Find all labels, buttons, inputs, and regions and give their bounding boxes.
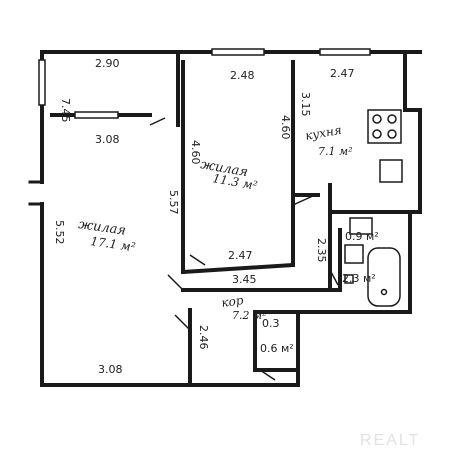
door-toilet — [329, 269, 339, 286]
toilet-seat — [349, 217, 373, 235]
door-kitchen — [292, 194, 316, 206]
kitchen-top-dim: 2.47 — [330, 67, 355, 80]
large-name: жилая — [77, 217, 126, 239]
mid-bottom-dim: 2.47 — [228, 249, 253, 262]
mid-left-dim: 4.60 — [189, 140, 202, 165]
walls — [28, 50, 422, 387]
kitchen-bottom — [291, 183, 332, 214]
sink-fixture — [344, 274, 354, 284]
balcony-bottom-dim: 3.08 — [95, 133, 120, 146]
mid-top-dim: 2.48 — [230, 69, 255, 82]
corridor-name: кор — [220, 293, 244, 310]
balcony-top-dim: 2.90 — [95, 57, 120, 70]
burner-2 — [387, 114, 397, 124]
corridor-side-dim: 2.46 — [197, 325, 210, 350]
mid-bottom2-dim: 3.45 — [232, 273, 257, 286]
right-step — [403, 108, 422, 214]
closet2-area: 0.6 м² — [260, 342, 294, 355]
mid-right-dim: 4.60 — [279, 115, 292, 140]
labels: 2.90 7.45 3.08 2.48 2.47 3.15 4.60 4.60 … — [53, 57, 379, 376]
large-bottom-dim: 3.08 — [98, 363, 123, 376]
kitchen-sink — [379, 159, 403, 183]
doors — [149, 117, 339, 381]
corridor-area: 7.2 м² — [232, 309, 267, 322]
door-mid — [189, 254, 206, 266]
fixtures — [344, 109, 403, 307]
kitchen-area: 7.1 м² — [318, 145, 353, 158]
closet1-area: 0.3 — [262, 317, 280, 330]
door-corridor — [174, 314, 191, 331]
kitchen-name: кухня — [304, 123, 343, 143]
kitchen-side-dim: 3.15 — [299, 92, 312, 117]
window-left — [38, 59, 46, 106]
window-mid — [211, 48, 265, 56]
burner-3 — [372, 129, 382, 139]
burner-4 — [387, 129, 397, 139]
window-balcony — [74, 111, 119, 119]
outer-wall-right-lower — [296, 210, 412, 387]
bath-sink — [344, 244, 364, 264]
toilet-side-dim: 2.35 — [315, 238, 328, 263]
large-side-dim: 5.52 — [53, 220, 66, 245]
door-entrance — [259, 369, 276, 381]
mid-area: 11.3 м² — [211, 171, 258, 193]
large-right-dim: 5.57 — [167, 190, 180, 215]
bath-drain — [380, 288, 388, 296]
closet-wall — [253, 310, 300, 372]
large-area: 17.1 м² — [90, 234, 137, 254]
mid-bottom — [180, 262, 296, 275]
door-living — [167, 274, 184, 291]
window-kitchen — [319, 48, 371, 56]
bath-area: 2.3 м² — [342, 272, 376, 285]
left-notch — [28, 180, 44, 206]
door-balcony — [149, 117, 166, 126]
bathtub — [367, 247, 401, 307]
burner-1 — [372, 114, 382, 124]
balcony-side-dim: 7.45 — [59, 98, 72, 123]
watermark: REALT — [360, 432, 420, 449]
windows — [38, 48, 371, 119]
toilet-area: 0.9 м² — [345, 230, 379, 243]
stove — [367, 109, 402, 144]
